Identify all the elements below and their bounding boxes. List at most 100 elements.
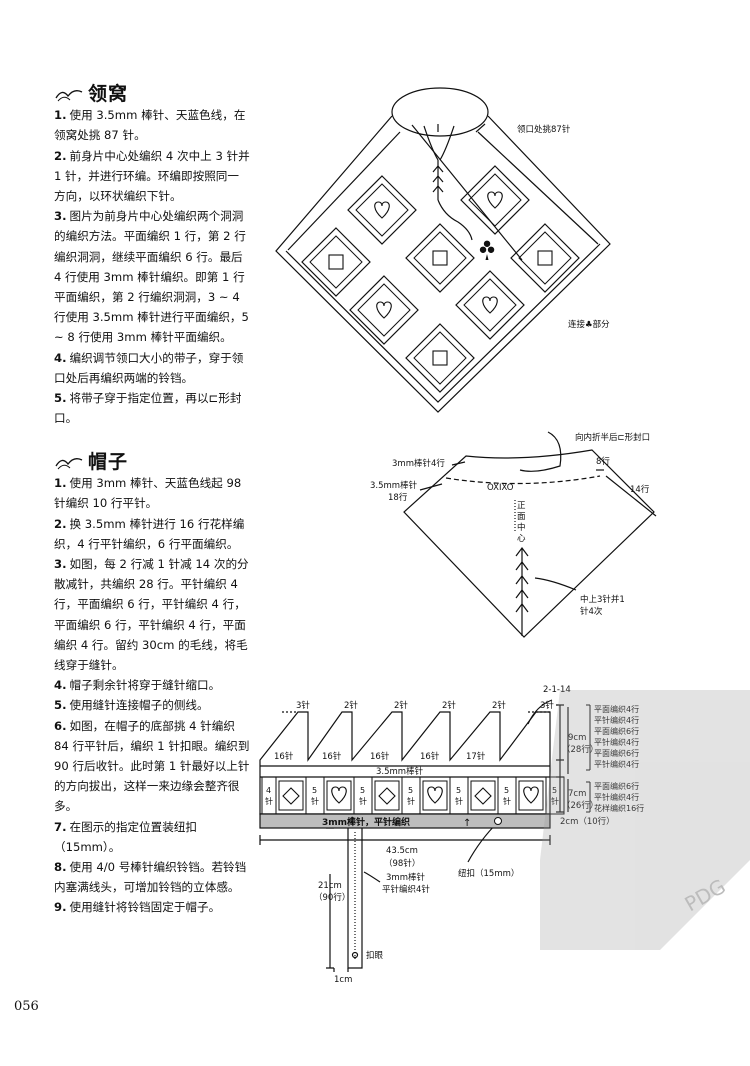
diamond-icon bbox=[378, 787, 396, 805]
pattern-cell: 5针 bbox=[305, 776, 325, 815]
step-item: 3.如图，每 2 行减 1 针减 14 次的分散减针，共编织 28 行。平针编织… bbox=[54, 554, 250, 675]
top-stitch-label: 2针 bbox=[344, 700, 358, 711]
step-item: 2.前身片中心处编织 4 次中上 3 针并 1 针，并进行环编。环编即按照同一方… bbox=[54, 146, 250, 207]
stitch-unit: 针 bbox=[311, 796, 319, 806]
ribbon-deco-icon bbox=[55, 90, 83, 102]
step-number: 7. bbox=[54, 819, 67, 834]
top-stitch-label: 2针 bbox=[442, 700, 456, 711]
stitch-count: 4 bbox=[266, 786, 271, 795]
motif-square bbox=[510, 223, 580, 293]
stitch-unit: 针 bbox=[265, 796, 273, 806]
top-stitch-label: 3针 bbox=[540, 700, 554, 711]
heart-icon bbox=[376, 301, 392, 319]
center-char: 正 bbox=[517, 501, 526, 511]
diamond-icon bbox=[537, 250, 553, 266]
top-stitch-label: 3针 bbox=[296, 700, 310, 711]
diamond-icon bbox=[282, 787, 300, 805]
strap-width: 1cm bbox=[334, 975, 352, 985]
needle35-label: 3.5mm棒针 bbox=[376, 766, 424, 777]
step-item: 2.换 3.5mm 棒针进行 16 行花样编织，4 行平针编织，6 行平面编织。 bbox=[54, 514, 250, 554]
step-number: 2. bbox=[54, 148, 67, 163]
motif-square bbox=[301, 227, 371, 297]
step-number: 6. bbox=[54, 718, 67, 733]
strap-length: 21cm bbox=[318, 881, 342, 891]
join-label: 连接♣部分 bbox=[568, 319, 610, 330]
collar-outline bbox=[275, 115, 611, 413]
hat-motifs: 4针5针5针5针5针5针5针 bbox=[261, 776, 565, 815]
pattern-cell: 5针 bbox=[401, 776, 421, 815]
fold-label: 向内折半后⊏形封口 bbox=[575, 432, 650, 443]
step-item: 3.图片为前身片中心处编织两个洞洞的编织方法。平面编织 1 行，第 2 行编织洞… bbox=[54, 206, 250, 347]
strap-note-1: 3mm棒针 bbox=[386, 872, 425, 883]
pattern-cell bbox=[275, 776, 307, 815]
tie-string-end bbox=[437, 199, 473, 241]
step-text: 使用 3.5mm 棒针、天蓝色线，在领窝处挑 87 针。 bbox=[54, 108, 246, 143]
button-label: 纽扣（15mm） bbox=[458, 868, 519, 879]
step-text: 如图，每 2 行减 1 针减 14 次的分散减针，共编织 28 行。平针编织 4… bbox=[54, 557, 249, 673]
motif-square bbox=[455, 270, 525, 340]
neck-pointer bbox=[475, 123, 486, 133]
step-number: 4. bbox=[54, 350, 67, 365]
up-arrow-icon: ↑ bbox=[348, 816, 356, 827]
band-label: 3mm棒针，平针编织 bbox=[322, 816, 410, 828]
row-spec: 花样编织16行 bbox=[594, 803, 644, 813]
step-text: 将带子穿于指定位置，再以⊏形封口。 bbox=[54, 391, 242, 426]
pattern-cell: 5针 bbox=[545, 776, 565, 815]
diamond-icon bbox=[328, 254, 344, 270]
heart-icon bbox=[482, 296, 498, 314]
decrease-pattern: 2-1-14 bbox=[543, 685, 571, 695]
pattern-cell: 4针 bbox=[261, 776, 277, 815]
decrease-pointer bbox=[527, 699, 553, 725]
watermark-stamp: PDG bbox=[540, 690, 750, 950]
step-text: 如图，在帽子的底部挑 4 针编织 84 行平针后，编织 1 针扣眼。编织到 90… bbox=[54, 718, 250, 814]
collar-detail-diagram bbox=[403, 431, 657, 638]
stitch-count: 5 bbox=[504, 786, 509, 795]
pattern-cell bbox=[515, 776, 547, 815]
step-item: 4.编织调节领口大小的带子，穿于领口处后再编织两端的铃铛。 bbox=[54, 348, 250, 388]
height7-rows: （26行） bbox=[562, 800, 598, 811]
height7: 7cm bbox=[568, 789, 586, 799]
pattern-cell: 5针 bbox=[353, 776, 373, 815]
pattern-cell: 5针 bbox=[497, 776, 517, 815]
needle35-label: 3.5mm棒针 bbox=[370, 480, 418, 491]
heart-icon bbox=[374, 201, 390, 219]
ribbon-deco-icon bbox=[55, 458, 83, 470]
motif-square bbox=[349, 275, 419, 345]
step-text: 在图示的指定位置装纽扣（15mm）。 bbox=[54, 819, 198, 854]
eyelet-mark: OXIXO bbox=[487, 483, 514, 493]
heart-icon bbox=[487, 191, 503, 209]
step-number: 1. bbox=[54, 476, 67, 491]
needle3-label: 3mm棒针4行 bbox=[392, 458, 445, 469]
heart-icon bbox=[523, 786, 539, 804]
collar-heading: 领窝 bbox=[54, 84, 250, 104]
decrease-pointer bbox=[534, 577, 577, 591]
collar-inner-line bbox=[285, 243, 601, 403]
pattern-cell bbox=[419, 776, 451, 815]
stitch-count: 5 bbox=[360, 786, 365, 795]
row-list: 平面编织4行平针编织4行平面编织6行平针编织4行平面编织6行平针编织4行平面编织… bbox=[594, 704, 644, 813]
button-icon bbox=[494, 817, 502, 825]
tie-string bbox=[439, 125, 455, 161]
step-number: 5. bbox=[54, 698, 67, 713]
step-item: 8.使用 4/0 号棒针编织铃铛。若铃铛内塞满线头，可增加铃铛的立体感。 bbox=[54, 857, 250, 897]
stitch-unit: 针 bbox=[407, 796, 415, 806]
collar-section: 领窝 1.使用 3.5mm 棒针、天蓝色线，在领窝处挑 87 针。2.前身片中心… bbox=[54, 84, 250, 428]
stitch-count: 5 bbox=[456, 786, 461, 795]
collar-front-split bbox=[411, 124, 523, 261]
height2: 2cm（10行） bbox=[560, 816, 615, 827]
step-number: 8. bbox=[54, 860, 67, 875]
center-char: 中 bbox=[517, 522, 526, 533]
side-stitch-label: 16针 bbox=[274, 751, 294, 762]
center-char: 面 bbox=[517, 512, 526, 522]
up-arrow-icon: ↑ bbox=[463, 818, 471, 829]
buttonhole bbox=[351, 951, 359, 959]
step-text: 使用 3mm 棒针、天蓝色线起 98 针编织 10 行平针。 bbox=[54, 476, 242, 511]
height9-rows: （28行） bbox=[562, 744, 598, 755]
pattern-cell bbox=[467, 776, 499, 815]
step-item: 6.如图，在帽子的底部挑 4 针编织 84 行平针后，编织 1 针扣眼。编织到 … bbox=[54, 716, 250, 817]
